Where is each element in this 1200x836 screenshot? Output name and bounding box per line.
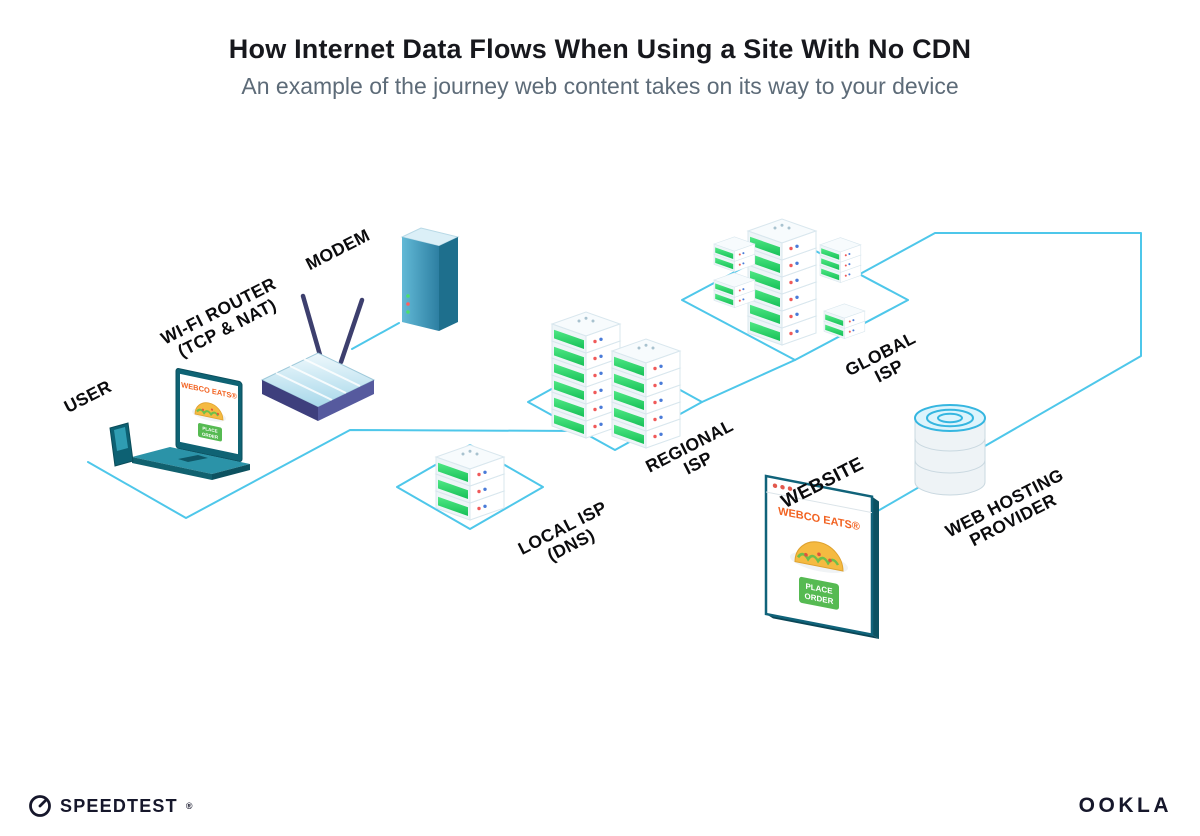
ookla-logo: OOKLA — [1079, 794, 1172, 818]
router-illustration — [260, 293, 376, 421]
ookla-wordmark: OOKLA — [1078, 794, 1172, 817]
website-window: WEBCO EATS® PLACE ORDER — [764, 474, 879, 639]
speedtest-logo: SPEEDTEST ® — [28, 794, 192, 818]
page-title: How Internet Data Flows When Using a Sit… — [228, 34, 972, 64]
laptop-illustration: WEBCO EATS® PLACE ORDER — [109, 368, 250, 480]
laptop-button-line1: PLACE — [202, 426, 217, 434]
modem-illustration — [400, 227, 460, 331]
laptop-button-line2: ORDER — [202, 432, 219, 441]
local-isp-servers — [435, 444, 505, 521]
footer: SPEEDTEST ® OOKLA — [0, 784, 1200, 818]
header: How Internet Data Flows When Using a Sit… — [0, 34, 1200, 100]
global-isp-servers — [713, 218, 866, 346]
phone-illustration — [109, 422, 134, 467]
page-subtitle: An example of the journey web content ta… — [241, 73, 959, 99]
database-cylinder — [914, 404, 986, 496]
registered-mark: ® — [185, 801, 193, 811]
taco-icon — [194, 402, 224, 421]
regional-isp-servers — [551, 311, 681, 449]
gauge-icon — [29, 795, 51, 817]
speedtest-wordmark: SPEEDTEST — [60, 795, 178, 816]
taco-icon — [794, 541, 844, 572]
